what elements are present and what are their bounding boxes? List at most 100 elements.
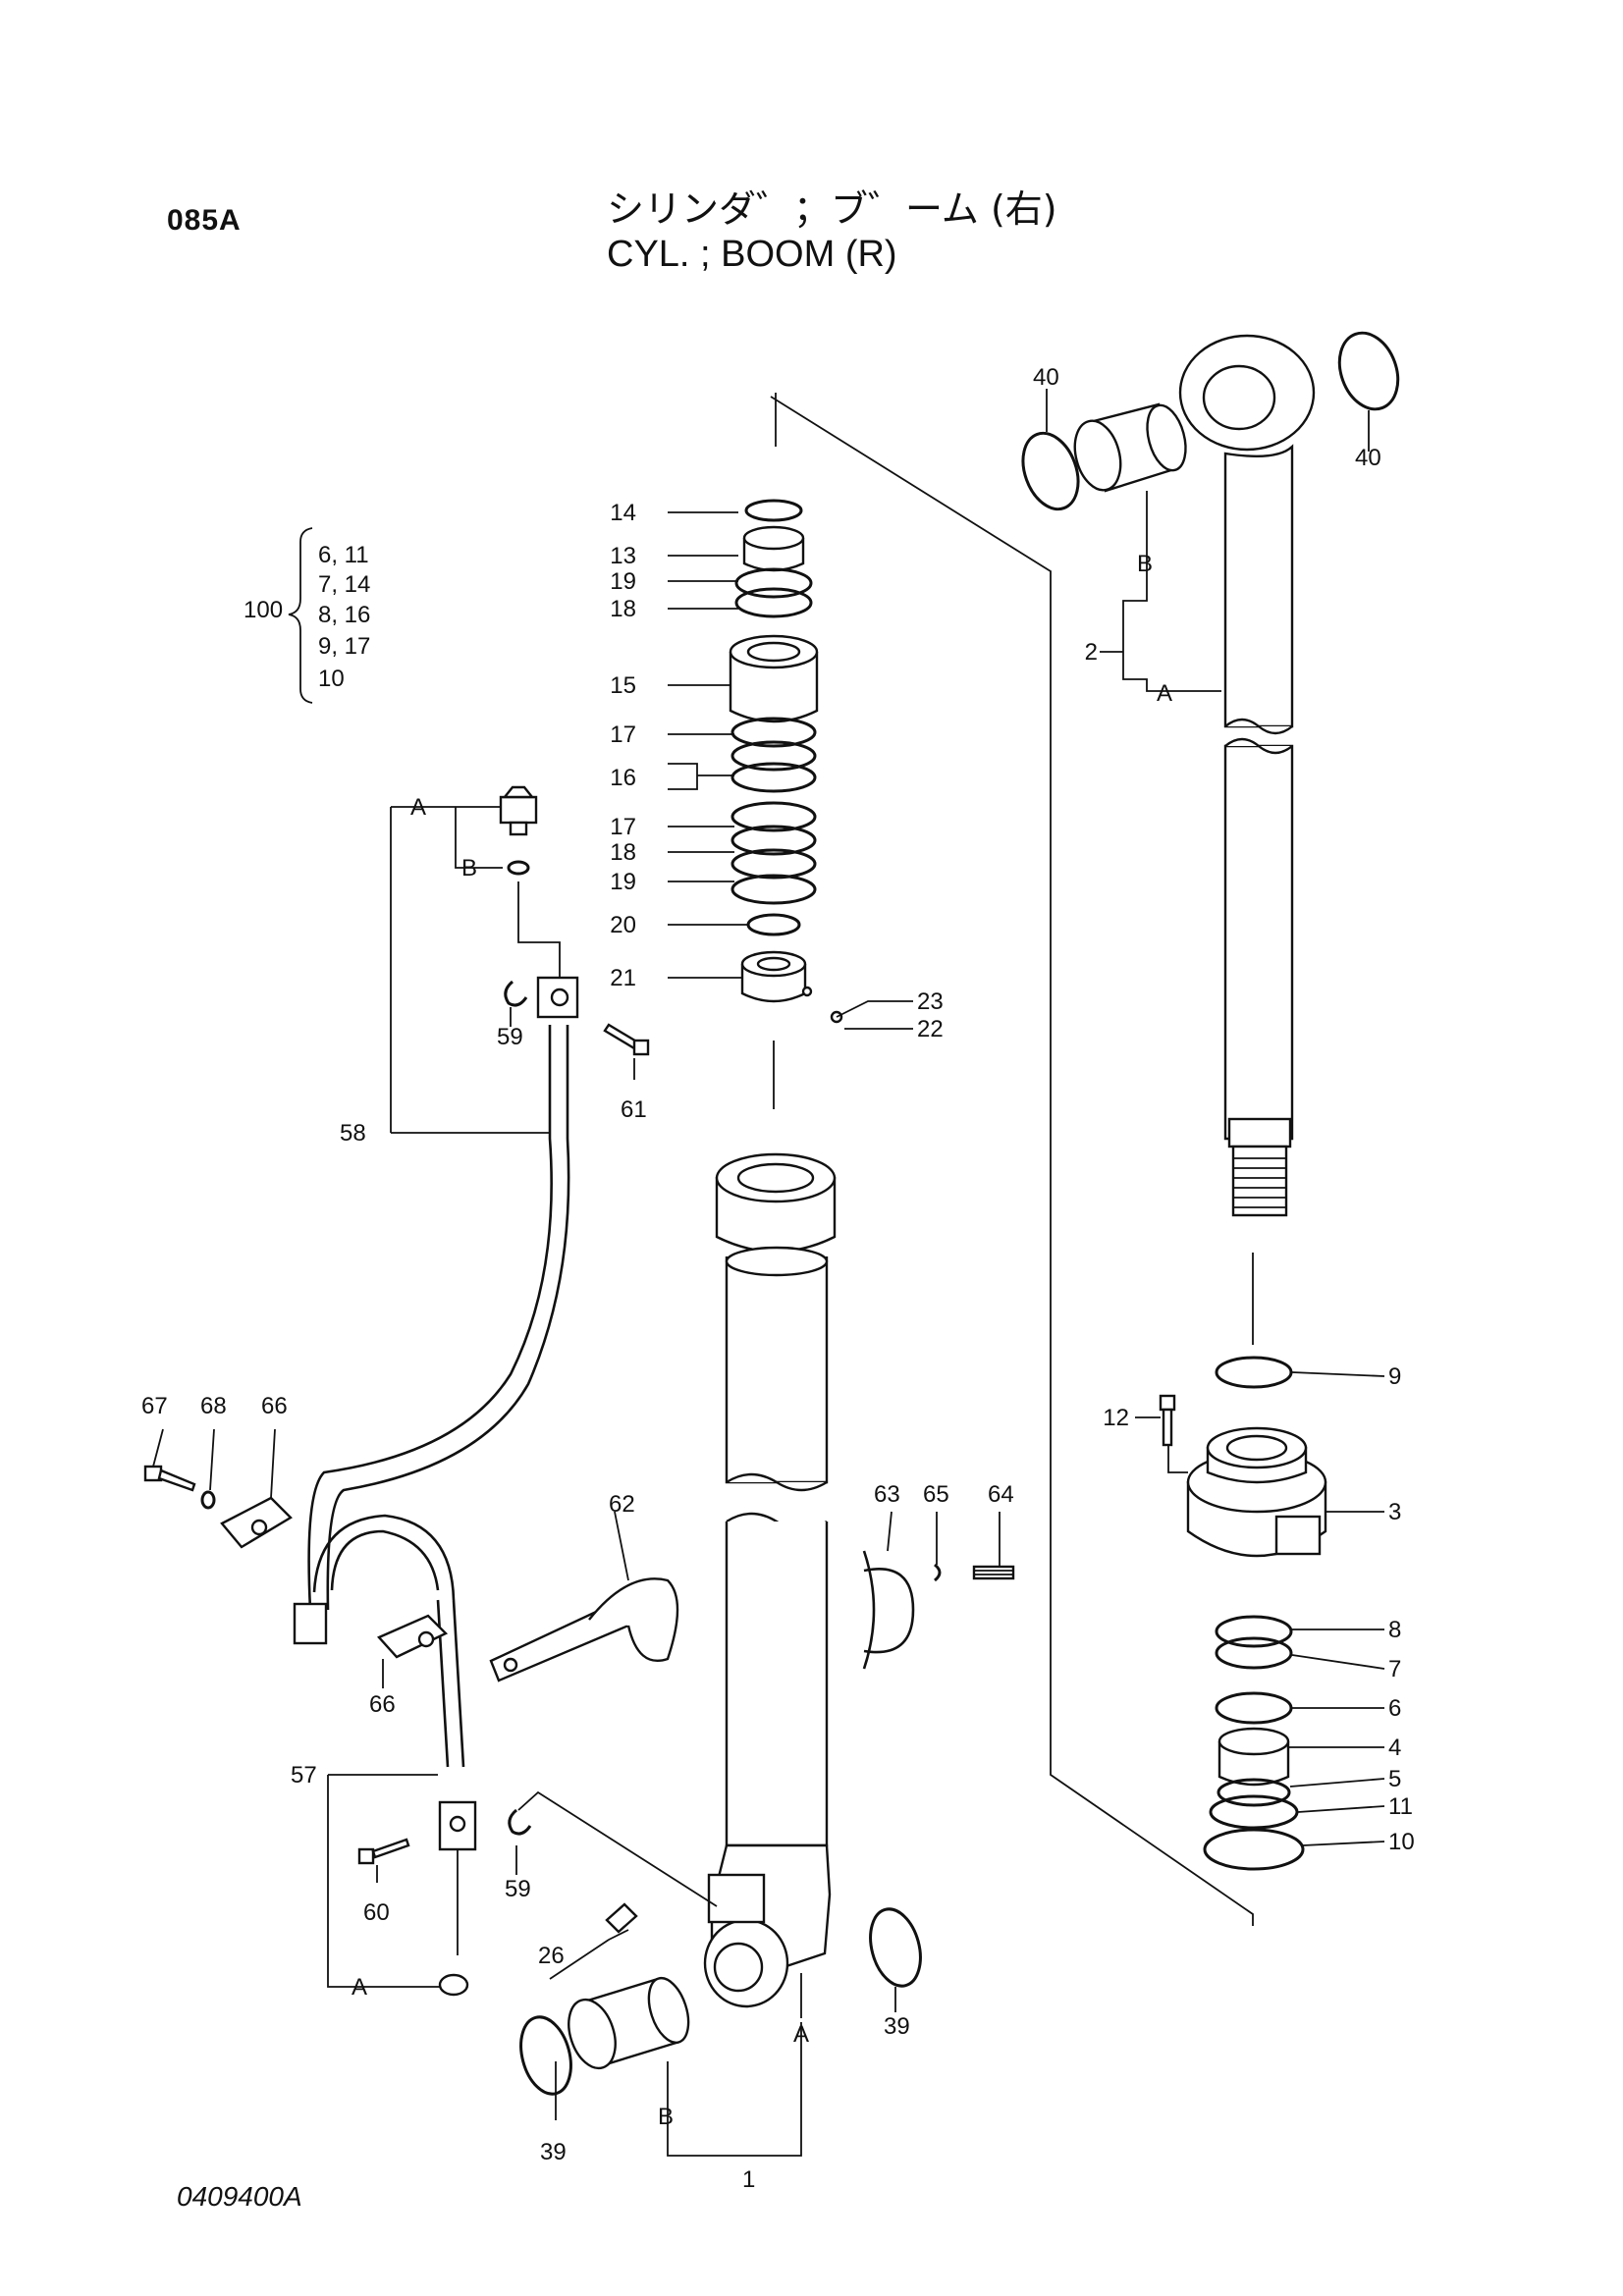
washer-65	[934, 1563, 942, 1582]
pipe-leaders-upper	[390, 806, 635, 1134]
callout: 40	[1355, 445, 1381, 471]
callout: 11	[1388, 1793, 1413, 1820]
tube-misc-leaders	[517, 1790, 896, 2120]
callout: B	[658, 2104, 674, 2130]
plug-assembly	[499, 785, 538, 876]
callout: 20	[610, 912, 636, 938]
callout: 67	[141, 1393, 168, 1419]
callout: 18	[610, 596, 636, 622]
callout: 18	[610, 839, 636, 866]
head-leaders	[1135, 1371, 1385, 1846]
callout: 57	[291, 1762, 317, 1789]
callout: 7	[1388, 1656, 1401, 1682]
rod-bushing	[1073, 402, 1187, 493]
callout: 15	[610, 672, 636, 699]
ring-11	[1209, 1794, 1299, 1830]
grease-fitting-26	[605, 1902, 638, 1934]
page-title-japanese: シリンダ゛；ブ゛ーム (右)	[607, 187, 1057, 231]
clamp-66-lower	[376, 1614, 449, 1659]
dust-seal-40-right	[1337, 331, 1400, 411]
callout: A	[793, 2021, 809, 2048]
callout: 5	[1388, 1766, 1401, 1792]
snap-ring-59-lower	[508, 1808, 532, 1836]
callout: 66	[261, 1393, 288, 1419]
callout: B	[1137, 551, 1153, 577]
callout: 17	[610, 721, 636, 748]
callout: 23	[917, 988, 944, 1015]
callout: 66	[369, 1691, 396, 1718]
piston-stack	[729, 499, 843, 1109]
callout: A	[1157, 680, 1172, 707]
seal-kit-item: 8, 16	[318, 602, 371, 628]
pipe-flange-lower	[438, 1800, 477, 1851]
seal-kit-brace	[288, 527, 313, 704]
callout: 64	[988, 1481, 1014, 1508]
callout: 14	[610, 500, 636, 526]
clamp-band-63	[862, 1550, 915, 1670]
callout: 62	[609, 1491, 635, 1518]
dust-seal-40-left	[1021, 431, 1080, 511]
callout: 17	[610, 814, 636, 840]
pipe-57	[312, 1514, 465, 1768]
piston-leaders	[668, 511, 913, 1030]
callout: 60	[363, 1899, 390, 1926]
callout: 58	[340, 1120, 366, 1147]
callout: 19	[610, 568, 636, 595]
callout: A	[352, 1974, 367, 2001]
seal-kit-item: 6, 11	[318, 542, 369, 568]
callout: 65	[923, 1481, 949, 1508]
seal-kit-item: 9, 17	[318, 633, 371, 660]
head-seal-9	[1215, 1356, 1293, 1389]
pipe-leaders-lower	[152, 1428, 1001, 1988]
pipe-end-fitting	[293, 1602, 328, 1645]
callout: 4	[1388, 1735, 1401, 1761]
pipe-flange-upper	[536, 976, 579, 1019]
callout: 9	[1388, 1363, 1401, 1390]
callout: 26	[538, 1943, 565, 1969]
seal-kit-item: 10	[318, 666, 345, 692]
callout: 12	[1103, 1405, 1129, 1431]
page-code: 085A	[167, 204, 242, 237]
callout: 68	[200, 1393, 227, 1419]
bracket-62	[489, 1577, 679, 1682]
callout: A	[410, 794, 426, 821]
callout: 1	[742, 2166, 755, 2193]
callout-labels: 14 13 19 18 15 17 16 17 18 19 20 21 23 2…	[141, 364, 1415, 2193]
callout: 39	[884, 2013, 910, 2040]
seal-kit-item: 7, 14	[318, 571, 371, 598]
piston-rod	[1178, 334, 1316, 1217]
callout: 8	[1388, 1617, 1401, 1643]
seal-8	[1215, 1615, 1293, 1648]
tube-leaders	[667, 1973, 802, 2157]
snap-ring-59-upper	[504, 980, 528, 1007]
callout: 63	[874, 1481, 900, 1508]
seal-kit-label: 100	[243, 597, 284, 623]
drawing-number: 0409400A	[177, 2181, 302, 2212]
cylinder-tube	[703, 1152, 837, 2008]
callout: 59	[505, 1876, 531, 1902]
bolt-60	[357, 1838, 410, 1865]
cylinder-head	[1186, 1426, 1327, 1558]
socket-bolt-12	[1159, 1394, 1176, 1447]
callout: 59	[497, 1024, 523, 1050]
tube-bushing	[568, 1976, 690, 2070]
callout: 19	[610, 869, 636, 895]
clamp-66-upper	[220, 1496, 293, 1549]
ring-10	[1203, 1828, 1305, 1871]
callout: 2	[1085, 639, 1098, 666]
callout: 39	[540, 2139, 567, 2165]
bolt-64	[972, 1565, 1015, 1580]
washer-68	[200, 1490, 216, 1510]
dust-seal-39-right	[869, 1907, 922, 1988]
callout: 13	[610, 543, 636, 569]
pipe-cap	[438, 1973, 469, 1997]
ring-5	[1217, 1778, 1291, 1807]
callout: 3	[1388, 1499, 1401, 1525]
callout: 6	[1388, 1695, 1401, 1722]
pipe-58	[307, 1025, 570, 1611]
callout: 16	[610, 765, 636, 791]
callout: 40	[1033, 364, 1059, 391]
assembly-line	[770, 393, 1254, 1926]
callout: 21	[610, 965, 636, 991]
